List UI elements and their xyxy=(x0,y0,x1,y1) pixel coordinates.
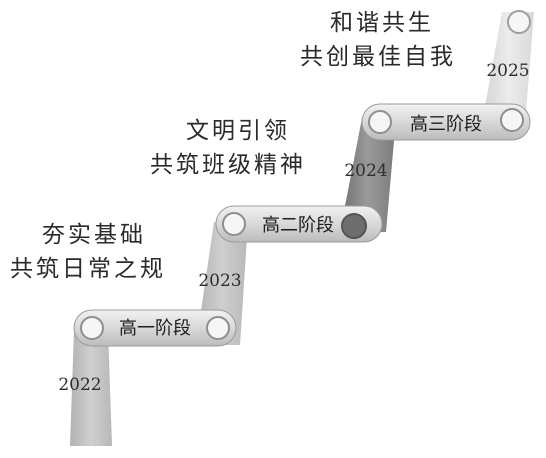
stage-bar-1 xyxy=(73,309,237,347)
stage-label-1: 高一阶段 xyxy=(119,318,191,339)
goal-2-line2: 共筑班级精神 xyxy=(150,152,306,178)
riser-4 xyxy=(484,12,534,112)
riser-1 xyxy=(70,330,112,446)
rivet-1a xyxy=(80,316,104,340)
year-2023: 2023 xyxy=(198,271,241,291)
stage-label-3: 高三阶段 xyxy=(410,114,482,135)
stage-bar-3 xyxy=(361,103,531,141)
goal-2-line1: 文明引领 xyxy=(186,118,290,144)
stage-bar-2 xyxy=(215,205,383,243)
goal-3-line1: 和谐共生 xyxy=(330,10,434,36)
rivet-3a xyxy=(368,110,392,134)
rivet-2a xyxy=(222,212,246,236)
rivet-3b xyxy=(500,108,524,132)
year-2025: 2025 xyxy=(486,61,529,81)
rivet-2b xyxy=(341,213,367,239)
rivet-1b xyxy=(206,316,230,340)
riser-3 xyxy=(340,118,396,232)
stage-label-2: 高二阶段 xyxy=(262,215,334,236)
year-2024: 2024 xyxy=(344,161,387,181)
year-2022: 2022 xyxy=(58,375,101,395)
goal-1-line2: 共筑日常之规 xyxy=(10,256,166,282)
goal-1-line1: 夯实基础 xyxy=(42,222,146,248)
rivet-top xyxy=(507,10,531,34)
goal-3-line2: 共创最佳自我 xyxy=(300,44,456,70)
